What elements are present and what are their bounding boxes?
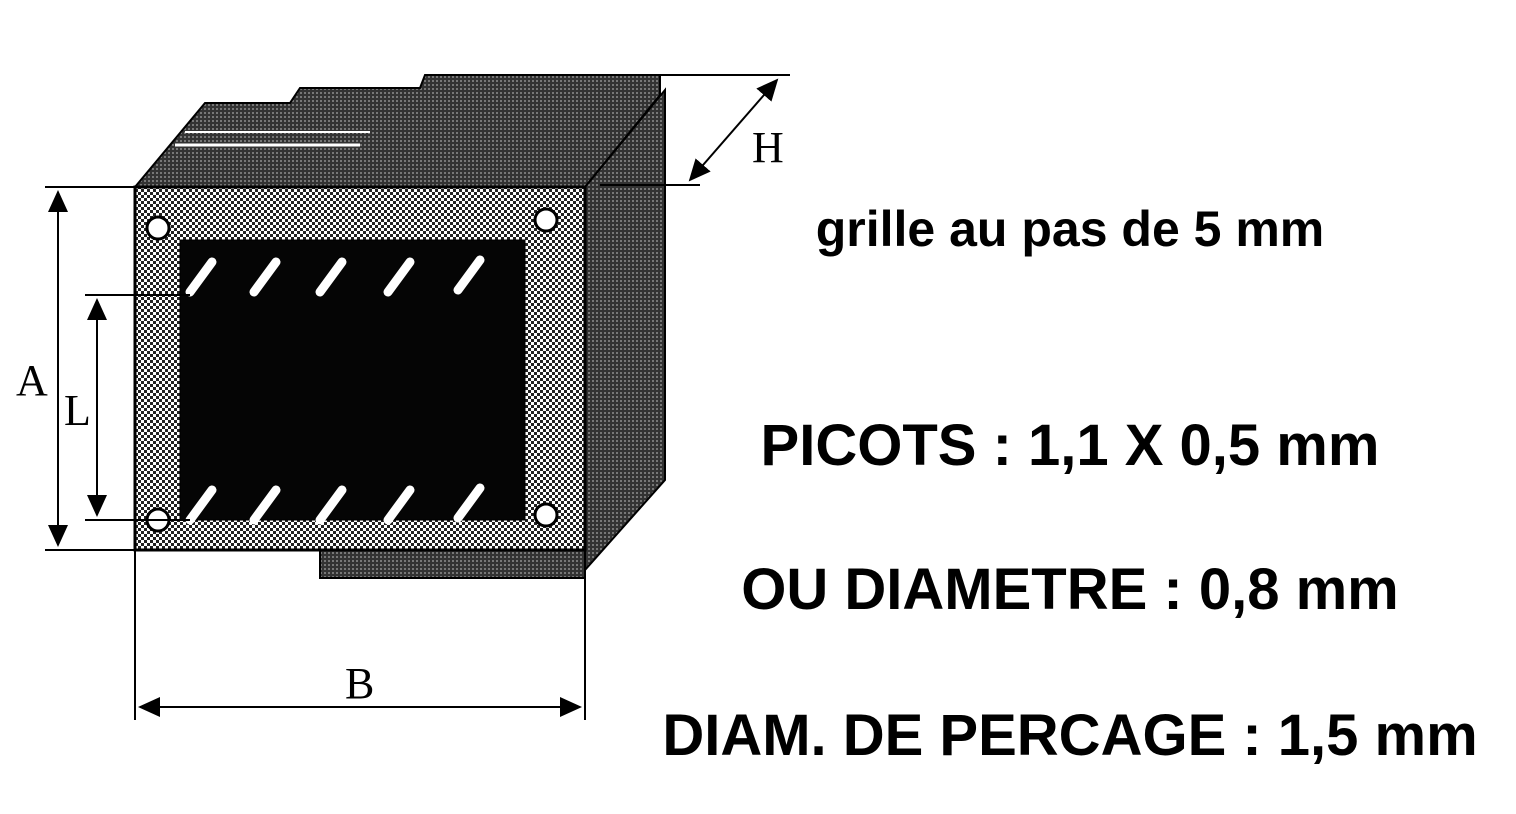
lamination-bottom [319,549,586,579]
dimension-label-a: A [16,356,48,405]
dimension-label-l: L [64,386,91,435]
transformer-top-face [132,74,661,188]
grid-spec-text: grille au pas de 5 mm [815,201,1325,257]
coil-body [179,239,526,521]
dimension-label-b: B [345,659,374,708]
pins [185,255,485,525]
dimension-label-h: H [752,123,784,172]
diameter-spec-text: OU DIAMETRE : 0,8 mm [741,557,1399,622]
dimension-lines [45,74,790,720]
pins-spec-text: PICOTS : 1,1 X 0,5 mm [760,413,1380,478]
mounting-holes [145,207,559,533]
drill-spec-text: DIAM. DE PERCAGE : 1,5 mm [662,703,1478,768]
